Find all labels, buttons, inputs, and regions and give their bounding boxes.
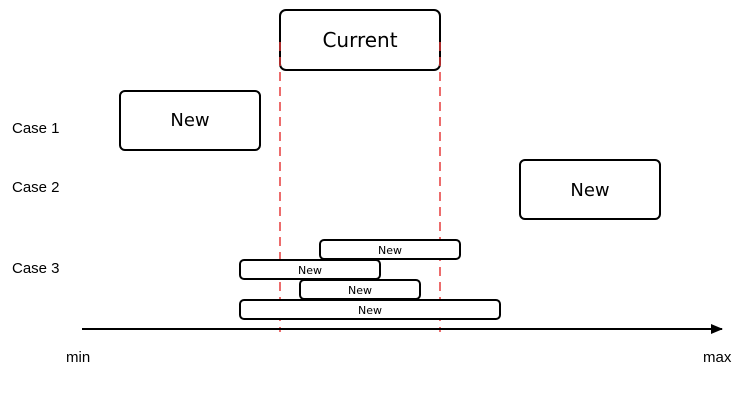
case3-new-label-1: New [378, 244, 402, 257]
case3-new-label-4: New [358, 304, 382, 317]
case1-label: Case 1 [12, 120, 60, 137]
case3-new-box-3: New [299, 279, 421, 300]
case2-new-box: New [519, 159, 661, 220]
current-box: Current [279, 9, 441, 71]
case3-new-box-1: New [319, 239, 461, 260]
case3-new-box-4: New [239, 299, 501, 320]
case1-new-label: New [170, 110, 209, 131]
axis-max-label: max [703, 349, 732, 366]
case3-new-label-2: New [298, 264, 322, 277]
case2-label: Case 2 [12, 179, 60, 196]
case1-new-box: New [119, 90, 261, 151]
axis-min-label: min [66, 349, 90, 366]
current-label: Current [322, 28, 397, 52]
case3-label: Case 3 [12, 260, 60, 277]
case3-new-label-3: New [348, 284, 372, 297]
case2-new-label: New [570, 180, 609, 201]
case3-new-box-2: New [239, 259, 381, 280]
